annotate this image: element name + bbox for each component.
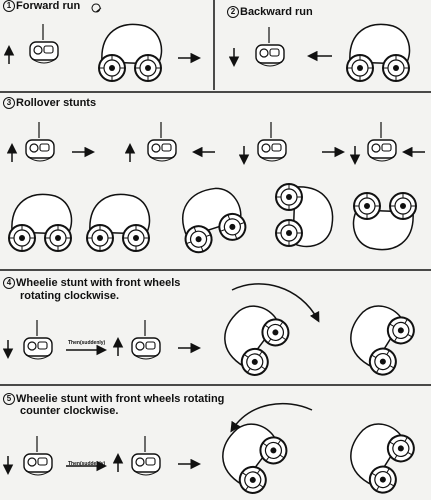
section-5-illustration [2,402,419,498]
section-4-illustration [2,283,419,380]
section-4-title-line1: Wheelie stunt with front wheels [16,277,181,289]
section-5-then-label: Then(suddenly) [68,461,106,467]
section-3-number: 3 [3,97,15,109]
section-5-title-line2: counter clockwise. [20,405,119,417]
section-4-number: 4 [3,277,15,289]
section-5-title-line1: Wheelie stunt with front wheels rotating [16,393,225,405]
section-1-illustration [3,3,201,81]
section-2-number: 2 [227,6,239,18]
section-2-title-text: Backward run [240,6,313,18]
section-4-title-line2: rotating clockwise. [20,290,120,302]
section-1-number: 1 [3,0,15,12]
section-4-then-label: Then(suddenly) [68,340,106,346]
section-1-title-text: Forward run [16,0,81,12]
panel-borders [0,0,431,386]
section-3-illustration [6,121,425,256]
section-2-illustration [228,25,410,82]
section-3-title-text: Rollover stunts [16,97,97,109]
section-5-number: 5 [3,393,15,405]
